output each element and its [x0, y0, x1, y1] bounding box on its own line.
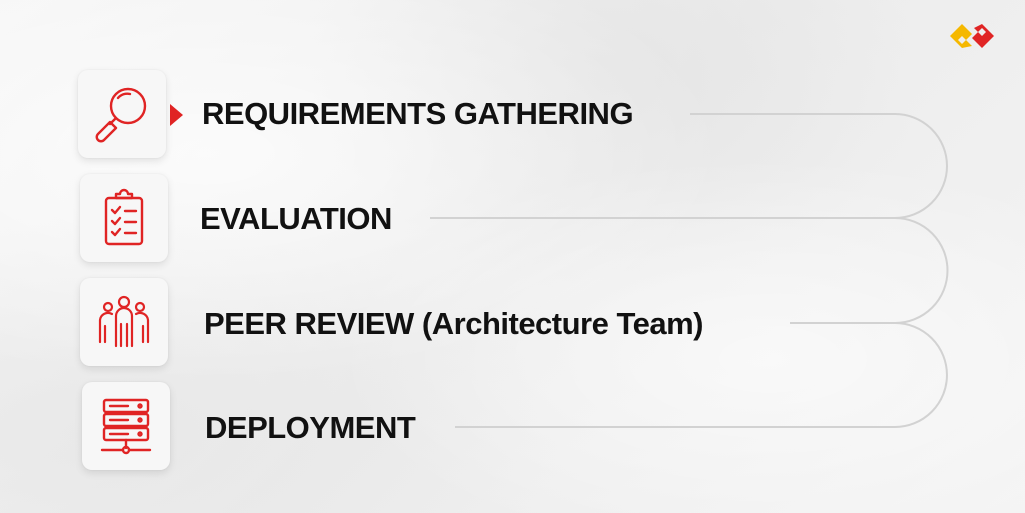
evaluation-icon-box: [80, 174, 168, 262]
server-network-icon: [100, 398, 152, 455]
team-people-icon: [98, 295, 150, 348]
magnifier-icon: [95, 87, 147, 143]
step-label-requirements: REQUIREMENTS GATHERING: [202, 96, 634, 131]
step-label-peer-review: PEER REVIEW (Architecture Team): [204, 306, 703, 341]
step-label-evaluation: EVALUATION: [200, 201, 392, 236]
peer-review-icon-box: [80, 278, 168, 366]
current-step-pointer: [170, 104, 183, 126]
deployment-icon-box: [82, 382, 170, 470]
clipboard-checklist-icon: [104, 188, 144, 246]
brand-logo-icon: [950, 24, 994, 48]
requirements-icon-box: [78, 70, 166, 158]
step-label-deployment: DEPLOYMENT: [205, 410, 416, 445]
